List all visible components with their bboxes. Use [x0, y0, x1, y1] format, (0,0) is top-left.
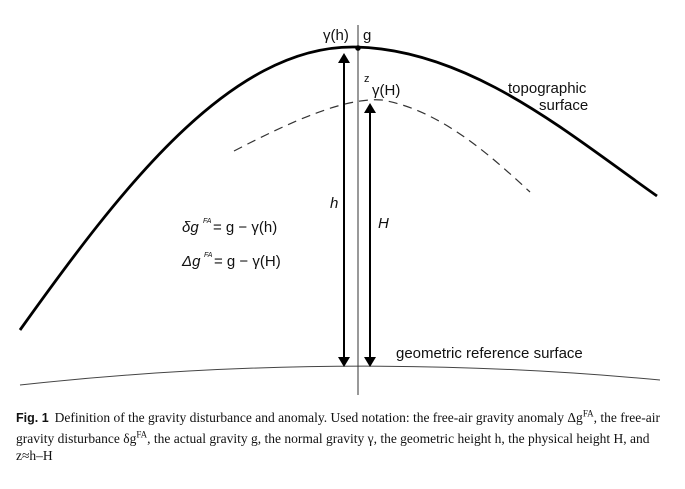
disturbance-equation: δg FA = g − γ(h)	[182, 218, 277, 236]
z-label: z	[364, 73, 370, 85]
topographic-label-line1: topographic	[508, 80, 587, 97]
eq1-rhs: = g − γ(h)	[213, 219, 277, 236]
eq2-rhs: = g − γ(H)	[214, 253, 281, 270]
H-label: H	[378, 215, 389, 232]
reference-surface-label: geometric reference surface	[396, 345, 583, 362]
h-label: h	[330, 195, 338, 212]
caption-label: Fig. 1	[16, 410, 49, 425]
gamma-H-label: γ(H)	[372, 82, 400, 99]
eq1-superscript: FA	[203, 218, 212, 225]
surface-point-dot	[355, 45, 361, 51]
caption-text: Definition of the gravity disturbance an…	[16, 408, 660, 463]
eq2-superscript: FA	[204, 252, 213, 259]
eq2-lhs: Δg	[181, 253, 201, 270]
eq1-lhs: δg	[182, 219, 199, 236]
anomaly-equation: Δg FA = g − γ(H)	[181, 252, 281, 270]
gravity-definition-diagram: γ(h) g z γ(H) topographic surface h H ge…	[18, 25, 661, 395]
g-label: g	[363, 27, 371, 44]
normal-height-dashed-curve	[233, 99, 531, 193]
reference-surface-curve	[19, 365, 661, 386]
gamma-h-label: γ(h)	[323, 27, 349, 44]
topographic-label-line2: surface	[539, 97, 588, 114]
topographic-surface-curve	[18, 45, 658, 331]
